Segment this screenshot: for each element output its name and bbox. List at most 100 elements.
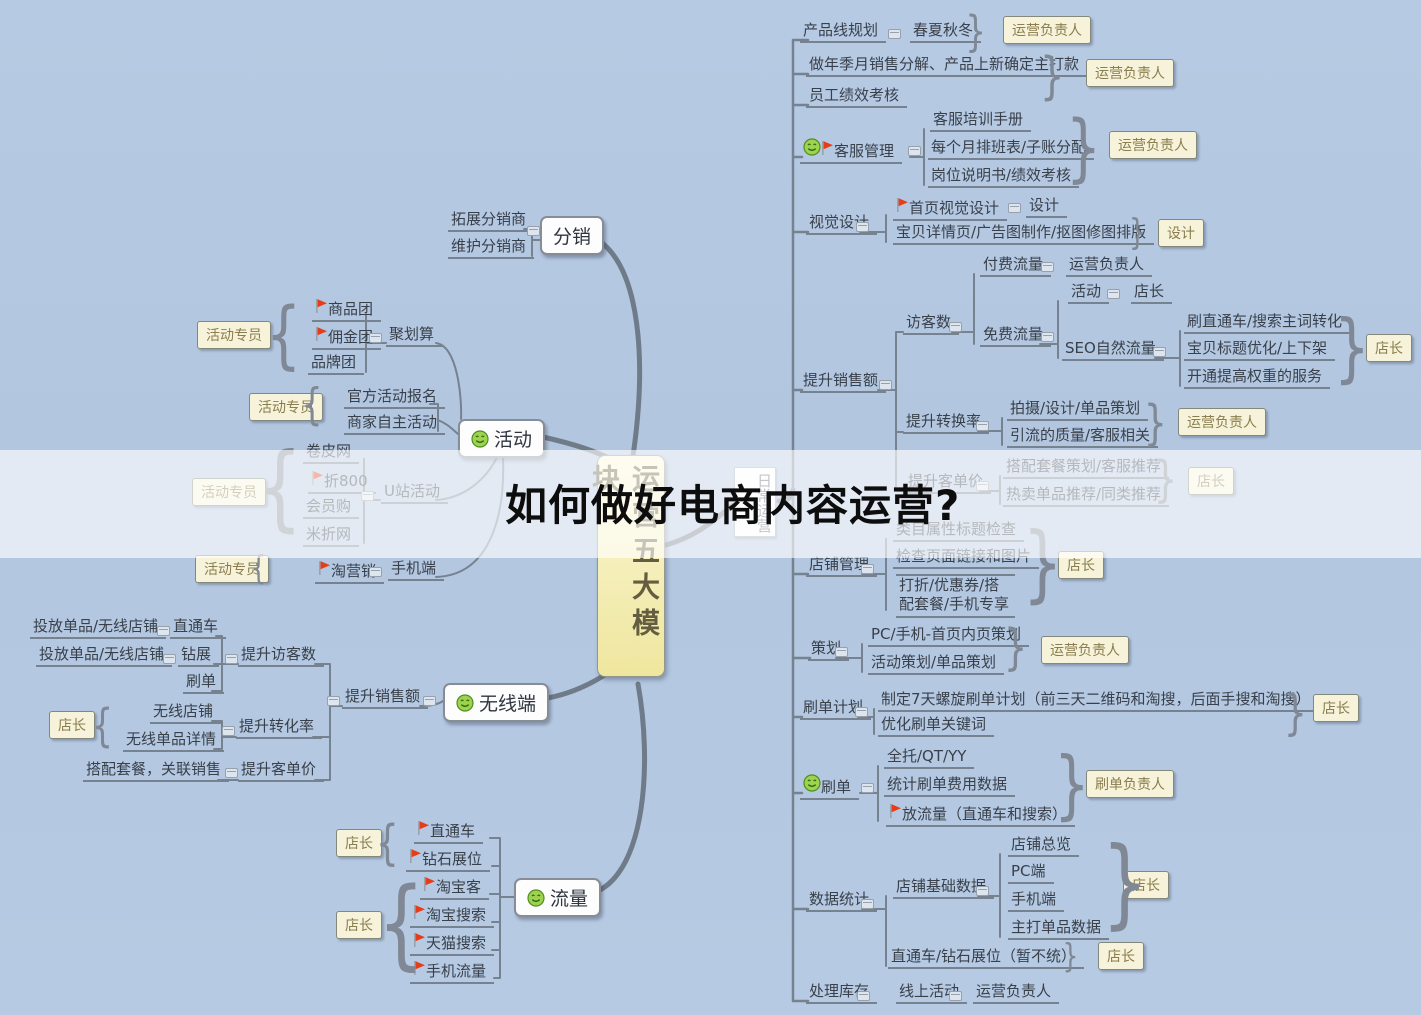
collapse-icon[interactable] <box>856 222 869 232</box>
topic-seo-organic-traffic[interactable]: SEO自然流量 <box>1062 340 1164 361</box>
topic-zuanzhan[interactable]: 钻展 <box>178 646 220 667</box>
topic-taobao-search[interactable]: 淘宝搜索 <box>410 904 495 928</box>
topic-wireless-shop[interactable]: 无线店铺 <box>150 703 222 724</box>
collapse-icon[interactable] <box>369 567 382 577</box>
role-label-shop-manager[interactable]: 店长 <box>336 911 382 939</box>
branch-traffic[interactable]: 流量 <box>514 878 602 917</box>
topic-ppc-keyword-conversion[interactable]: 刷直通车/搜索主词转化 <box>1184 313 1351 334</box>
topic-main-item-data[interactable]: 主打单品数据 <box>1008 919 1110 940</box>
role-label-shop-manager[interactable]: 店长 <box>1366 334 1412 362</box>
topic-seasons[interactable]: 春夏秋冬 <box>910 22 982 43</box>
role-label-operations-lead[interactable]: 运营负责人 <box>1003 16 1091 44</box>
collapse-icon[interactable] <box>888 29 901 39</box>
topic-brushing-plan[interactable]: 刷单计划 <box>800 699 872 720</box>
topic-brushing[interactable]: 刷单 <box>183 673 225 694</box>
role-label-shop-manager[interactable]: 店长 <box>336 829 382 857</box>
topic-cs-job-description[interactable]: 岗位说明书/绩效考核 <box>928 167 1080 188</box>
topic-planning[interactable]: 策划 <box>808 640 850 661</box>
topic-shop-overview[interactable]: 店铺总览 <box>1008 836 1080 857</box>
collapse-icon[interactable] <box>163 654 176 664</box>
topic-bundle-cross-sell[interactable]: 搭配套餐，关联销售 <box>83 761 230 782</box>
topic-photo-design-planning[interactable]: 拍摄/设计/单品策划 <box>1007 400 1149 421</box>
topic-cs-training-manual[interactable]: 客服培训手册 <box>930 111 1032 132</box>
role-label-activity-specialist[interactable]: 活动专员 <box>249 393 323 421</box>
topic-zhitongche[interactable]: 直通车 <box>414 820 484 844</box>
topic-shop-basic-data[interactable]: 店铺基础数据 <box>893 878 995 899</box>
topic-tmall-search[interactable]: 天猫搜索 <box>410 932 495 956</box>
topic-taobaoke[interactable]: 淘宝客 <box>420 876 490 900</box>
collapse-icon[interactable] <box>861 783 874 793</box>
role-label-shop-manager[interactable]: 店长 <box>1098 942 1144 970</box>
collapse-icon[interactable] <box>1107 289 1120 299</box>
topic-product-line-planning[interactable]: 产品线规划 <box>800 22 887 43</box>
collapse-icon[interactable] <box>327 696 340 706</box>
collapse-icon[interactable] <box>976 421 989 431</box>
topic-release-traffic[interactable]: 放流量（直通车和搜索） <box>886 803 1076 827</box>
topic-homepage-visual-design[interactable]: 首页视觉设计 <box>893 197 1008 221</box>
topic-ppc-diamond-not-counted[interactable]: 直通车/钻石展位（暂不统） <box>888 948 1085 969</box>
topic-7day-spiral-plan[interactable]: 制定7天螺旋刷单计划（前三天二维码和淘搜，后面手搜和淘搜） <box>878 691 1319 712</box>
topic-inventory-handling[interactable]: 处理库存 <box>806 983 878 1004</box>
collapse-icon[interactable] <box>222 726 235 736</box>
collapse-icon[interactable] <box>225 654 238 664</box>
topic-expand-distributors[interactable]: 拓展分销商 <box>448 211 535 232</box>
topic-maintain-distributors[interactable]: 维护分销商 <box>448 238 535 259</box>
topic-commission-group[interactable]: 佣金团 <box>312 326 382 350</box>
topic-activity-item-planning[interactable]: 活动策划/单品策划 <box>868 654 1005 675</box>
collapse-icon[interactable] <box>976 886 989 896</box>
collapse-icon[interactable] <box>1008 203 1021 213</box>
collapse-icon[interactable] <box>908 146 921 156</box>
topic-discount-coupon[interactable]: 打折/优惠券/搭配套餐/手机专享 <box>896 574 1015 618</box>
collapse-icon[interactable] <box>949 991 962 1001</box>
branch-wireless[interactable]: 无线端 <box>443 683 550 722</box>
topic-optimize-keywords[interactable]: 优化刷单关键词 <box>878 716 995 737</box>
topic-design[interactable]: 设计 <box>1026 197 1068 218</box>
collapse-icon[interactable] <box>1041 332 1054 342</box>
collapse-icon[interactable] <box>861 899 874 909</box>
role-label-activity-specialist[interactable]: 活动专员 <box>195 555 269 583</box>
topic-online-activity[interactable]: 线上活动 <box>896 983 968 1004</box>
topic-full-trust-qt-yy[interactable]: 全托/QT/YY <box>884 748 975 769</box>
topic-traffic-quality[interactable]: 引流的质量/客服相关 <box>1007 427 1159 448</box>
topic-shop-management[interactable]: 店铺管理 <box>806 556 878 577</box>
role-label-design[interactable]: 设计 <box>1158 219 1204 247</box>
collapse-icon[interactable] <box>369 333 382 343</box>
topic-shop-manager[interactable]: 店长 <box>1131 283 1173 304</box>
topic-paid-traffic[interactable]: 付费流量 <box>980 256 1052 277</box>
topic-pc-mobile-page-planning[interactable]: PC/手机-首页内页策划 <box>868 626 1029 647</box>
topic-brushing-cost-stats[interactable]: 统计刷单费用数据 <box>884 776 1016 797</box>
topic-wireless-item-detail[interactable]: 无线单品详情 <box>123 731 225 752</box>
topic-mobile-side[interactable]: 手机端 <box>388 560 445 581</box>
topic-detail-page-design[interactable]: 宝贝详情页/广告图制作/抠图修图排版 <box>893 224 1155 245</box>
topic-official-activity-signup[interactable]: 官方活动报名 <box>344 388 446 409</box>
topic-visual-design[interactable]: 视觉设计 <box>806 214 878 235</box>
topic-increase-visitors[interactable]: 提升访客数 <box>238 646 325 667</box>
topic-mobile-traffic[interactable]: 手机流量 <box>410 960 495 984</box>
topic-customer-service-mgmt[interactable]: 客服管理 <box>800 138 903 164</box>
topic-merchant-self-activity[interactable]: 商家自主活动 <box>344 414 446 435</box>
role-label-shop-manager[interactable]: 店长 <box>49 711 95 739</box>
collapse-icon[interactable] <box>861 564 874 574</box>
collapse-icon[interactable] <box>1041 262 1054 272</box>
collapse-icon[interactable] <box>423 696 436 706</box>
collapse-icon[interactable] <box>835 647 848 657</box>
collapse-icon[interactable] <box>527 226 540 236</box>
role-label-operations-lead[interactable]: 运营负责人 <box>1109 131 1197 159</box>
topic-taoyingxiao[interactable]: 淘营销 <box>315 560 385 584</box>
role-label-shop-manager[interactable]: 店长 <box>1313 694 1359 722</box>
topic-increase-sales[interactable]: 提升销售额 <box>800 372 887 393</box>
role-label-brushing-lead[interactable]: 刷单负责人 <box>1086 770 1174 798</box>
role-label-operations-lead[interactable]: 运营负责人 <box>1086 59 1174 87</box>
topic-increase-conversion-rate[interactable]: 提升转化率 <box>236 718 323 739</box>
topic-brushing[interactable]: 刷单 <box>800 774 860 800</box>
topic-increase-aov[interactable]: 提升客单价 <box>238 761 325 782</box>
topic-diamond-booth[interactable]: 钻石展位 <box>406 848 491 872</box>
topic-staff-kpi[interactable]: 员工绩效考核 <box>806 87 908 108</box>
collapse-icon[interactable] <box>857 991 870 1001</box>
topic-increase-conversion[interactable]: 提升转换率 <box>903 413 990 434</box>
topic-place-item-wireless-shop[interactable]: 投放单品/无线店铺 <box>36 646 173 667</box>
collapse-icon[interactable] <box>1153 347 1166 357</box>
collapse-icon[interactable] <box>879 380 892 390</box>
topic-operations-lead[interactable]: 运营负责人 <box>973 983 1060 1004</box>
topic-sales-breakdown[interactable]: 做年季月销售分解、产品上新确定主打款 <box>806 56 1088 77</box>
